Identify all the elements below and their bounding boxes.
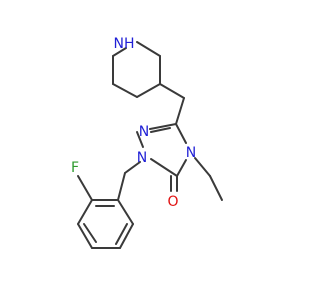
bond [117,172,126,201]
atom-n1: N [137,150,147,166]
benzene-ring [77,199,134,249]
piperidine-ring [112,41,161,98]
bond [77,175,93,201]
bond [115,223,128,245]
n-label: N [139,124,149,140]
n-label: N [137,150,147,166]
o-label: O [167,194,178,210]
bond [209,175,223,201]
f-label: F [71,160,79,176]
bond [112,83,138,98]
bond [117,199,134,225]
atom-nh: NH [114,36,135,52]
bond [175,97,185,125]
bond [136,83,161,98]
atom-n-ring-top: N [139,124,149,140]
bond [176,159,187,177]
bond [150,158,178,177]
bond [149,123,177,130]
structure-drawing: NH N N N O F [71,36,223,249]
atom-n4: N [186,145,196,161]
bond [124,161,141,174]
triazolone-ring [136,123,187,177]
nh-label: NH [114,36,135,52]
atom-o: O [167,194,178,210]
bond [159,83,185,99]
bond [194,157,211,177]
bond [175,123,187,144]
bond [77,223,93,249]
atom-f: F [71,160,79,176]
bond [77,199,93,225]
molecule-diagram: NH N N N O F [71,36,223,249]
bond [119,223,134,249]
bond [150,127,171,133]
bond [112,47,127,57]
bond [136,41,161,57]
n-label: N [186,145,196,161]
bond [83,223,97,243]
bond [136,131,144,148]
